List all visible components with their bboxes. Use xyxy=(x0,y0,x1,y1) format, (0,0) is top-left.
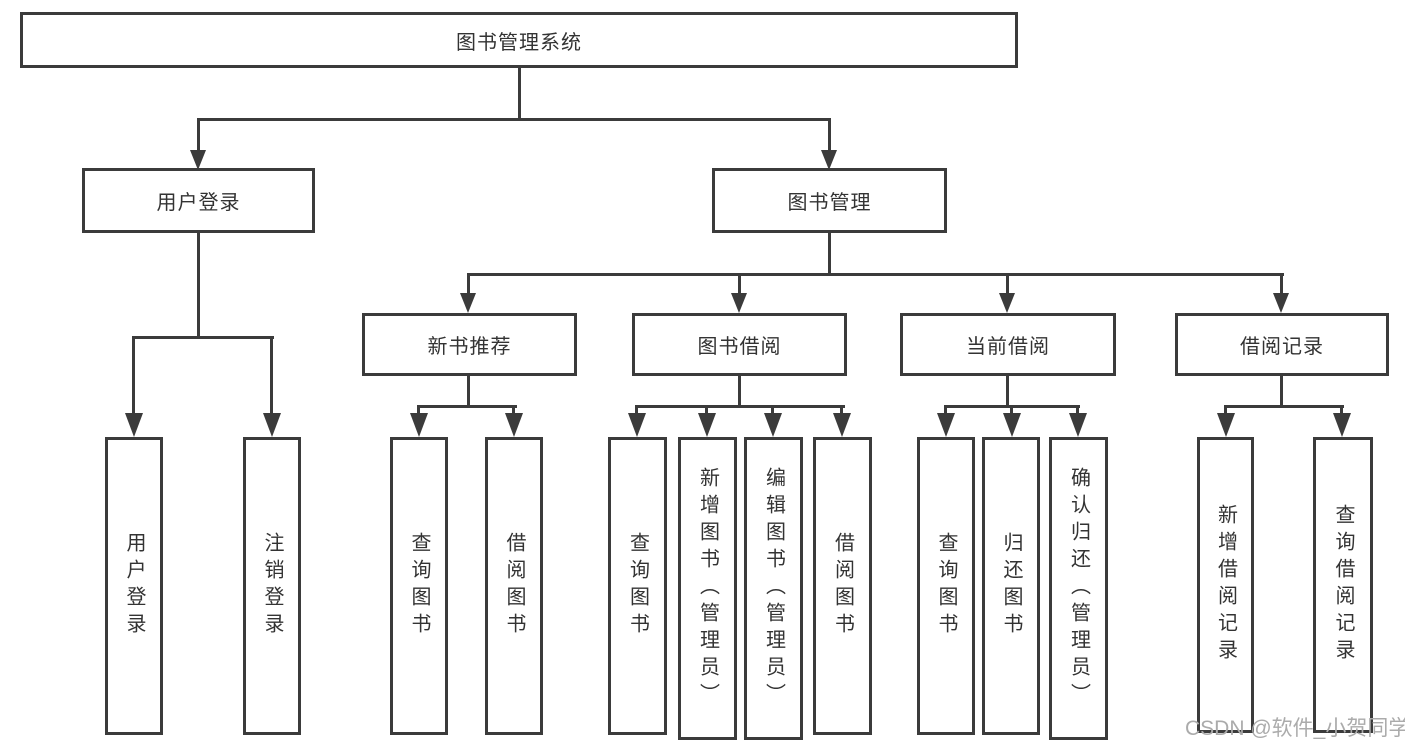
arrowhead-down-icon xyxy=(190,150,206,170)
connector-vline xyxy=(1006,273,1009,297)
node-label: 新增图书（管理员） xyxy=(696,467,719,710)
node-label: 借阅图书 xyxy=(831,532,854,640)
arrowhead-down-icon xyxy=(505,413,523,437)
connector-vline xyxy=(197,118,200,152)
node-label: 当前借阅 xyxy=(966,336,1050,358)
node-query-borrow-record: 查询借阅记录 xyxy=(1313,437,1373,733)
node-add-borrow-record: 新增借阅记录 xyxy=(1197,437,1254,733)
arrowhead-down-icon xyxy=(698,413,716,437)
node-confirm-return-admin: 确认归还（管理员） xyxy=(1049,437,1108,740)
connector-vline xyxy=(518,68,521,118)
node-logout: 注销登录 xyxy=(243,437,301,735)
arrowhead-down-icon xyxy=(764,413,782,437)
connector-vline xyxy=(1280,273,1283,297)
node-label: 注销登录 xyxy=(261,532,283,640)
connector-vline xyxy=(944,405,947,419)
connector-hline xyxy=(635,405,845,408)
node-label: 编辑图书（管理员） xyxy=(762,467,785,710)
node-query-books-borrowing: 查询图书 xyxy=(608,437,667,735)
node-label: 用户登录 xyxy=(156,192,241,214)
connector-vline xyxy=(270,336,273,416)
node-label: 确认归还（管理员） xyxy=(1067,467,1090,710)
node-label: 查询图书 xyxy=(626,532,649,640)
connector-hline xyxy=(417,405,517,408)
node-label: 归还图书 xyxy=(1000,532,1022,640)
node-label: 查询借阅记录 xyxy=(1332,504,1354,666)
connector-vline xyxy=(197,231,200,336)
node-user-login-leaf: 用户登录 xyxy=(105,437,163,735)
arrowhead-down-icon xyxy=(999,293,1015,313)
node-label: 新书推荐 xyxy=(427,336,512,358)
connector-vline xyxy=(771,405,774,419)
node-label: 图书管理 xyxy=(787,192,872,214)
connector-vline xyxy=(467,376,470,407)
arrowhead-down-icon xyxy=(1003,413,1021,437)
node-new-book-recommendation: 新书推荐 xyxy=(362,313,577,376)
connector-vline xyxy=(1340,405,1343,419)
arrowhead-down-icon xyxy=(1273,293,1289,313)
connector-vline xyxy=(738,376,741,407)
arrowhead-down-icon xyxy=(937,413,955,437)
arrowhead-down-icon xyxy=(460,293,476,313)
arrowhead-down-icon xyxy=(821,150,837,170)
connector-vline xyxy=(635,405,638,419)
connector-vline xyxy=(1006,376,1009,407)
connector-vline xyxy=(467,273,470,297)
arrowhead-down-icon xyxy=(833,413,851,437)
arrowhead-down-icon xyxy=(1217,413,1235,437)
node-current-borrowing: 当前借阅 xyxy=(900,313,1116,376)
arrowhead-down-icon xyxy=(1333,413,1351,437)
arrowhead-down-icon xyxy=(731,293,747,313)
node-edit-books-admin: 编辑图书（管理员） xyxy=(744,437,803,740)
node-label: 图书借阅 xyxy=(697,336,782,358)
connector-vline xyxy=(132,336,135,416)
node-book-management: 图书管理 xyxy=(712,168,947,233)
arrowhead-down-icon xyxy=(125,413,143,437)
node-return-books: 归还图书 xyxy=(982,437,1040,735)
arrowhead-down-icon xyxy=(410,413,428,437)
node-label: 新增借阅记录 xyxy=(1214,504,1237,666)
connector-vline xyxy=(1224,405,1227,419)
node-label: 借阅记录 xyxy=(1240,336,1324,358)
connector-vline xyxy=(705,405,708,419)
node-user-login: 用户登录 xyxy=(82,168,315,233)
node-label: 用户登录 xyxy=(123,532,145,640)
watermark: CSDN @软件_小贺同学 xyxy=(1185,717,1405,740)
connector-vline xyxy=(828,232,831,273)
node-label: 查询图书 xyxy=(408,532,430,640)
connector-hline xyxy=(197,118,831,121)
node-book-borrowing: 图书借阅 xyxy=(632,313,847,376)
node-borrow-books-borrowing: 借阅图书 xyxy=(813,437,872,735)
node-library-management-system: 图书管理系统 xyxy=(20,12,1018,68)
connector-vline xyxy=(840,405,843,419)
node-borrow-books-recommendation: 借阅图书 xyxy=(485,437,543,735)
connector-vline xyxy=(1010,405,1013,419)
connector-vline xyxy=(828,118,831,152)
connector-hline xyxy=(132,336,274,339)
arrowhead-down-icon xyxy=(1069,413,1087,437)
node-query-books-current: 查询图书 xyxy=(917,437,975,735)
connector-hline xyxy=(467,273,1284,276)
node-add-books-admin: 新增图书（管理员） xyxy=(678,437,737,740)
connector-vline xyxy=(512,405,515,419)
node-query-books-recommendation: 查询图书 xyxy=(390,437,448,735)
node-label: 图书管理系统 xyxy=(456,31,582,54)
connector-hline xyxy=(1224,405,1344,408)
connector-vline xyxy=(1076,405,1079,419)
node-label: 查询图书 xyxy=(935,532,957,640)
connector-vline xyxy=(738,273,741,297)
arrowhead-down-icon xyxy=(263,413,281,437)
arrowhead-down-icon xyxy=(628,413,646,437)
connector-vline xyxy=(417,405,420,419)
node-borrowing-records: 借阅记录 xyxy=(1175,313,1389,376)
node-label: 借阅图书 xyxy=(503,532,525,640)
connector-vline xyxy=(1280,376,1283,407)
